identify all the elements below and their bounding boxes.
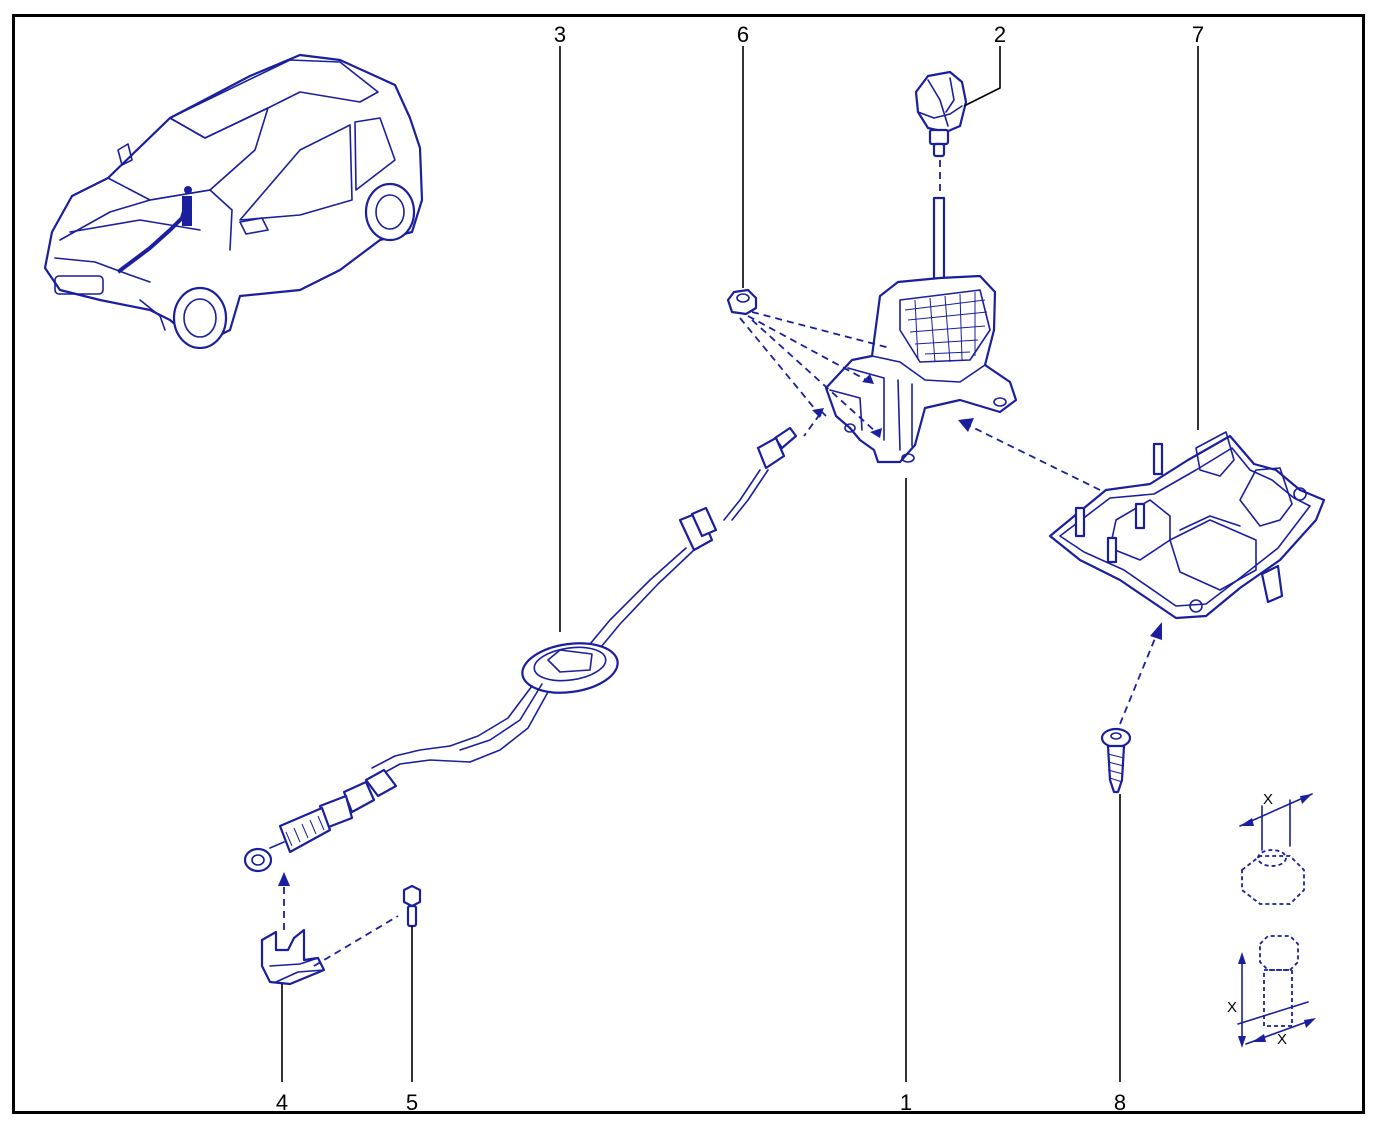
nut-dimension-icon xyxy=(1239,793,1313,905)
vehicle-overview-icon xyxy=(43,53,424,350)
gear-shift-cable xyxy=(243,426,798,873)
shift-knob xyxy=(914,70,968,158)
callout-3: 3 xyxy=(554,22,566,47)
callout-2: 2 xyxy=(994,22,1006,47)
bolt-dimension-icon xyxy=(1237,935,1316,1048)
nut-dimension-label: X xyxy=(1263,791,1273,808)
callout-6: 6 xyxy=(737,22,749,47)
bracket-bolt xyxy=(402,884,422,928)
callout-4: 4 xyxy=(276,1090,288,1115)
bolt-diameter-dimension-label: X xyxy=(1277,1031,1287,1048)
gear-shift-lever-assembly xyxy=(824,196,1018,464)
callout-1: 1 xyxy=(900,1090,912,1115)
callout-7: 7 xyxy=(1192,22,1204,47)
nut xyxy=(726,288,758,316)
callout-8: 8 xyxy=(1114,1090,1126,1115)
base-screw xyxy=(1100,727,1132,794)
cable-bracket xyxy=(260,928,326,986)
callout-5: 5 xyxy=(406,1090,418,1115)
lever-mounting-base xyxy=(1048,431,1326,620)
bolt-length-dimension-label: X xyxy=(1227,999,1237,1016)
